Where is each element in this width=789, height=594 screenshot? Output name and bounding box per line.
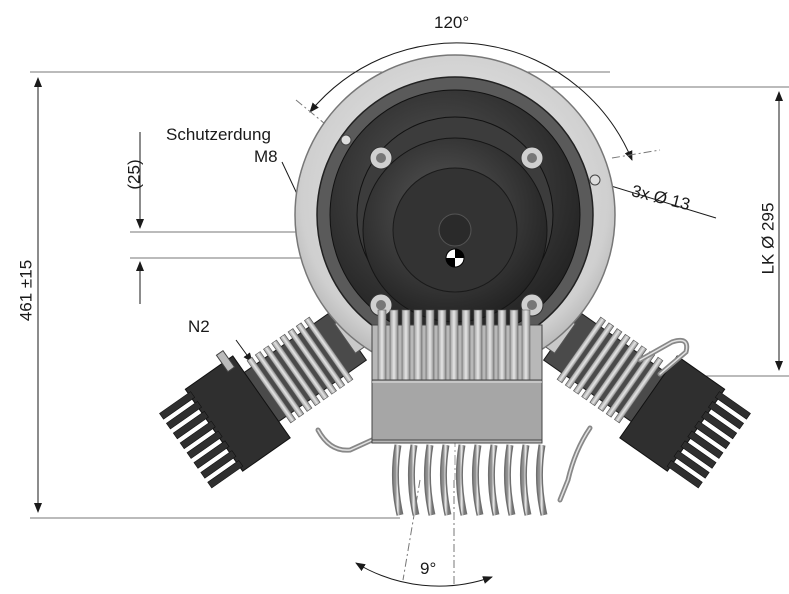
bolt-circle-label: LK Ø 295 (758, 202, 778, 275)
dimension-lines (30, 42, 789, 587)
coil-spring (391, 444, 548, 516)
left-cylinder-arm (159, 305, 381, 489)
angle-9-label: 9° (420, 559, 437, 578)
offset-dimension-label: (25) (124, 159, 144, 190)
angle-120-label: 120° (434, 13, 470, 32)
motor-heatsink (371, 309, 543, 444)
grounding-label: Schutzerdung (166, 125, 271, 144)
grounding-thread-label: M8 (254, 147, 278, 166)
n2-label: N2 (188, 317, 210, 336)
height-dimension-label: 461 ±15 (16, 259, 36, 322)
